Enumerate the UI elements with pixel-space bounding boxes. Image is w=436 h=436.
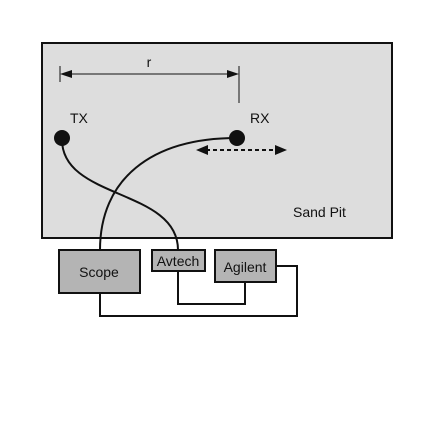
- rx-movement-arrow: [196, 145, 287, 155]
- distance-label: r: [147, 54, 152, 70]
- scope-box: Scope: [58, 249, 141, 294]
- arrow-right-icon: [227, 70, 239, 78]
- avtech-box: Avtech: [151, 249, 206, 272]
- scope-label: Scope: [79, 264, 119, 280]
- tx-label: TX: [70, 110, 89, 126]
- sand-pit: [41, 42, 393, 239]
- tx-cable: [60, 137, 179, 251]
- wiring: [99, 265, 298, 317]
- rx-node: [229, 130, 245, 146]
- arrow-left-icon: [196, 145, 208, 155]
- arrow-left-icon: [60, 70, 72, 78]
- sand-pit-label: Sand Pit: [293, 204, 346, 220]
- agilent-box: Agilent: [214, 249, 277, 283]
- avtech-label: Avtech: [157, 253, 200, 269]
- rx-label: RX: [250, 110, 270, 126]
- agilent-label: Agilent: [224, 259, 267, 275]
- distance-dimension: r: [59, 54, 240, 103]
- rx-cable: [99, 137, 238, 251]
- arrow-right-icon: [275, 145, 287, 155]
- tx-node: [54, 130, 70, 146]
